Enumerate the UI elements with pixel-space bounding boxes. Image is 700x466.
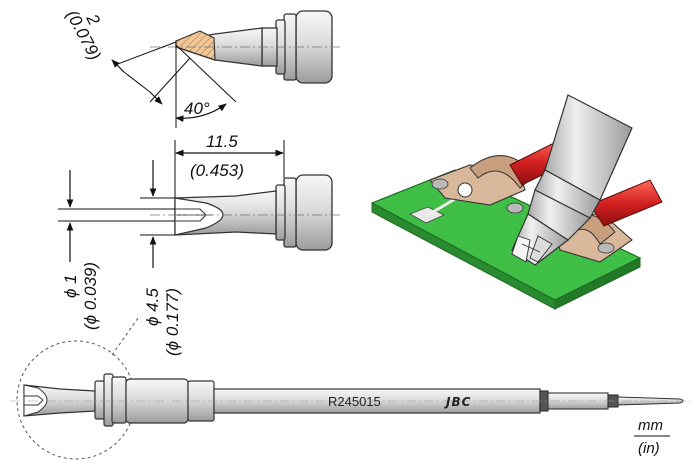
unit-secondary: (in): [638, 440, 660, 457]
slot-dia-mm: ϕ 1: [61, 274, 80, 298]
slot-diameter-dimension: ϕ 1 (ϕ 0.039): [58, 170, 175, 330]
brand-logo: JBC: [444, 395, 471, 409]
length-mm: 11.5: [206, 132, 238, 151]
part-number: R245015: [328, 394, 381, 409]
pcb-application-illustration: [370, 94, 663, 310]
body-dia-in: (ϕ 0.177): [163, 288, 182, 356]
tip-width-dimension: 2 (0.079): [62, 7, 191, 105]
angle-value: 40°: [184, 99, 210, 118]
full-cartridge: R245015 JBC: [10, 317, 690, 460]
units-legend: mm (in): [634, 417, 670, 457]
length-in: (0.453): [190, 161, 244, 180]
body-diameter-dimension: ϕ 4.5 (ϕ 0.177): [140, 160, 182, 356]
unit-primary: mm: [638, 417, 663, 434]
tip-side-view: [150, 174, 340, 251]
angle-dimension: 40°: [175, 44, 237, 128]
slot-dia-in: (ϕ 0.039): [81, 262, 100, 330]
length-dimension: 11.5 (0.453): [174, 132, 285, 198]
body-dia-mm: ϕ 4.5: [143, 288, 162, 326]
